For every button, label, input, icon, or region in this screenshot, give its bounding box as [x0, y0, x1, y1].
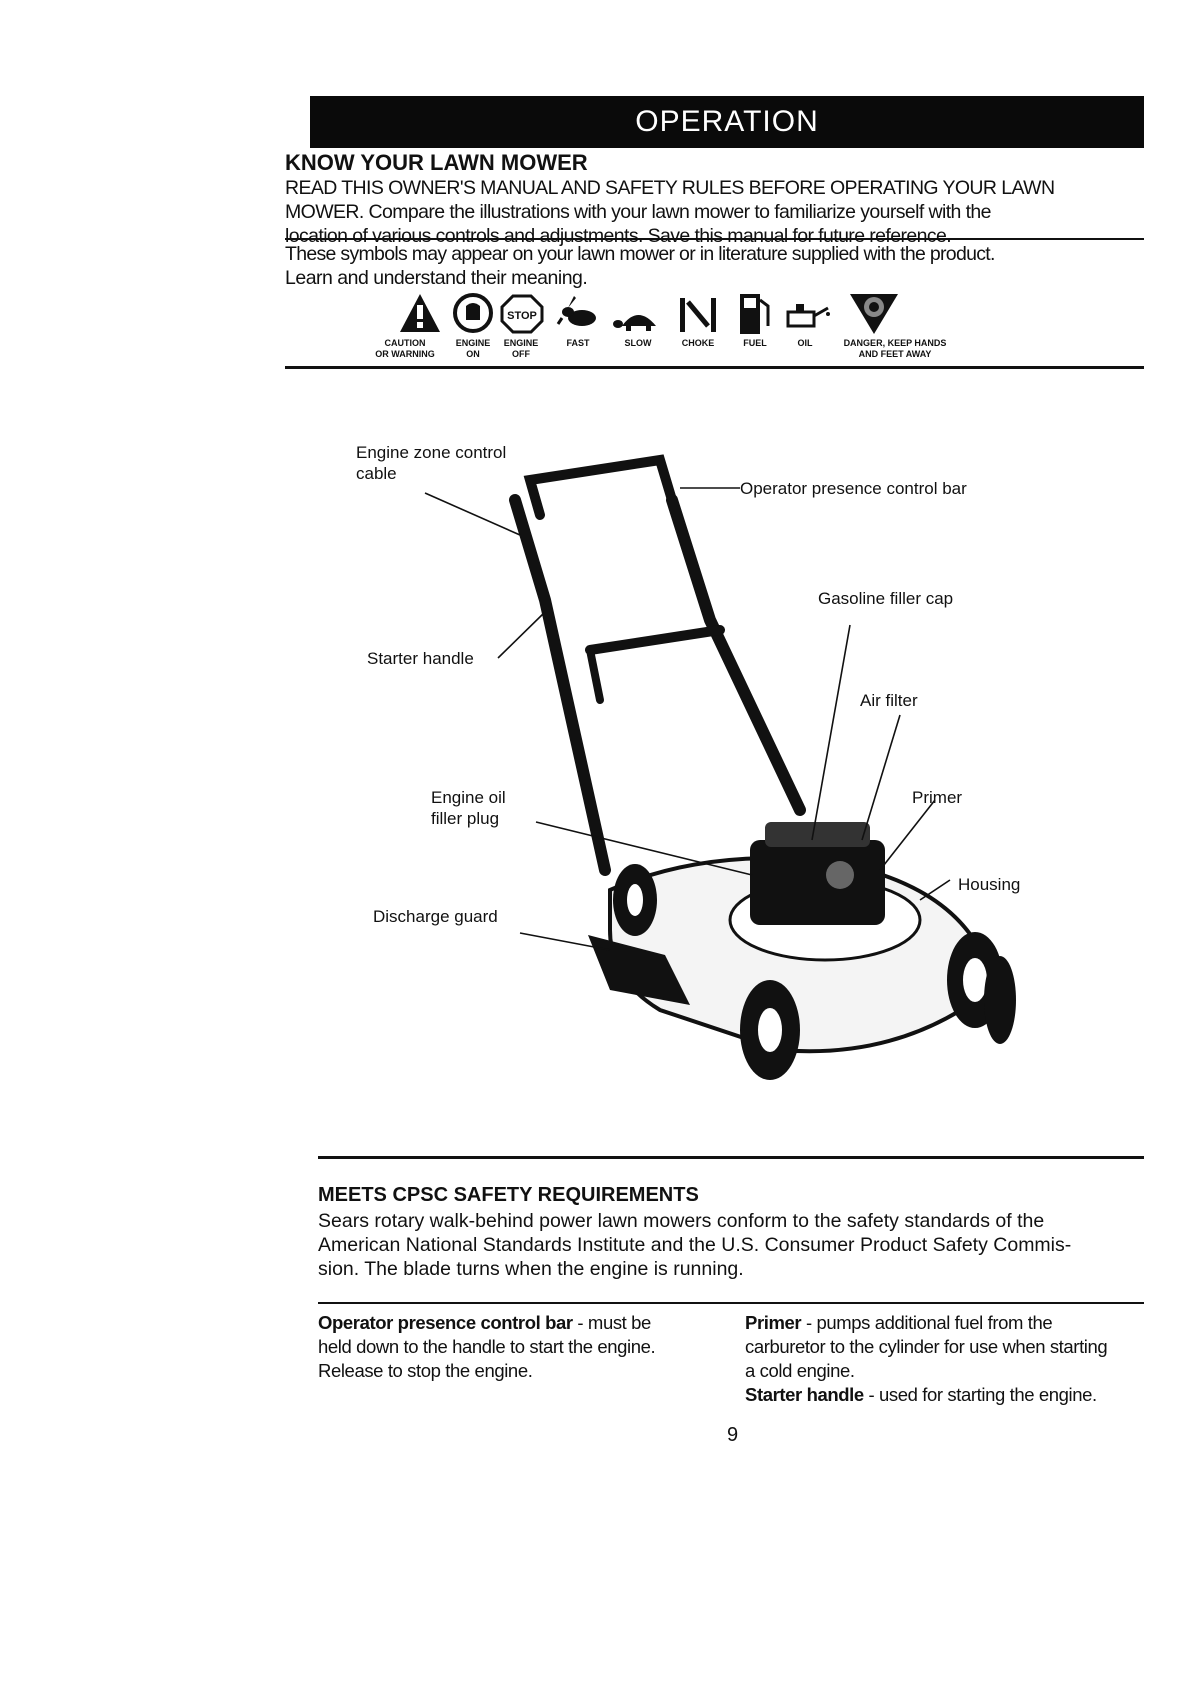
definition-line: Release to stop the engine. — [318, 1360, 533, 1381]
definition-line: a cold engine. — [745, 1360, 855, 1381]
slow-turtle-icon — [613, 315, 656, 331]
callout-starter-handle: Starter handle — [367, 649, 474, 668]
cpsc-paragraph: Sears rotary walk-behind power lawn mowe… — [318, 1209, 1158, 1281]
intro-line: READ THIS OWNER'S MANUAL AND SAFETY RULE… — [285, 177, 1055, 199]
symbol-label: OIL — [797, 338, 813, 348]
fuel-pump-icon — [740, 294, 770, 334]
callout-engine-oil-filler-plug: Engine oil filler plug — [431, 788, 506, 828]
callout-primer: Primer — [912, 788, 963, 807]
symbol-label: CAUTION OR WARNING — [375, 338, 435, 359]
symbols-intro: These symbols may appear on your lawn mo… — [285, 242, 1155, 290]
engine-on-icon — [453, 293, 493, 333]
symbol-label: FUEL — [743, 338, 767, 348]
cpsc-heading: MEETS CPSC SAFETY REQUIREMENTS — [318, 1184, 699, 1206]
symbols-intro-line: These symbols may appear on your lawn mo… — [285, 243, 995, 265]
term-operator-presence-control-bar: Operator presence control bar — [318, 1312, 573, 1333]
definition-line: Starter handle - used for starting the e… — [745, 1383, 1155, 1407]
cpsc-line: American National Standards Institute an… — [318, 1234, 1072, 1256]
callout-housing: Housing — [958, 875, 1021, 894]
definition-line: carburetor to the cylinder for use when … — [745, 1336, 1108, 1357]
symbol-label: DANGER, KEEP HANDS AND FEET AWAY — [843, 338, 947, 359]
divider-rule — [285, 238, 1144, 240]
definition-line: Operator presence control bar - must be — [318, 1311, 738, 1335]
definition-line: Primer - pumps additional fuel from the — [745, 1311, 1155, 1335]
callout-air-filter: Air filter — [860, 691, 918, 710]
oil-can-icon — [786, 304, 830, 328]
symbols-intro-line: Learn and understand their meaning. — [285, 267, 588, 289]
symbols-row: STOP CAUTION OR WARNING ENGINE — [360, 290, 1080, 360]
definition-right: Primer - pumps additional fuel from the … — [745, 1311, 1155, 1407]
know-your-mower-heading: KNOW YOUR LAWN MOWER — [285, 150, 588, 175]
symbol-label: FAST — [566, 338, 590, 348]
definition-left: Operator presence control bar - must be … — [318, 1311, 738, 1383]
warning-triangle-icon — [400, 294, 440, 332]
divider-rule — [285, 366, 1144, 369]
symbol-label: ENGINE OFF — [503, 338, 539, 359]
cpsc-line: Sears rotary walk-behind power lawn mowe… — [318, 1210, 1045, 1232]
intro-line: location of various controls and adjustm… — [285, 225, 952, 247]
divider-rule — [318, 1302, 1144, 1304]
divider-rule — [318, 1156, 1144, 1159]
symbol-label: CHOKE — [681, 338, 715, 348]
symbol-label: ENGINE ON — [455, 338, 491, 359]
engine-off-stop-icon: STOP — [500, 294, 544, 334]
intro-line: MOWER. Compare the illustrations with yo… — [285, 201, 992, 223]
callout-operator-presence-control-bar: Operator presence control bar — [740, 479, 967, 498]
term-primer: Primer — [745, 1312, 802, 1333]
definition-text: - must be — [572, 1312, 651, 1333]
definition-line: held down to the handle to start the eng… — [318, 1336, 656, 1357]
callout-gasoline-filler-cap: Gasoline filler cap — [818, 589, 954, 608]
cpsc-line: sion. The blade turns when the engine is… — [318, 1258, 744, 1280]
page-number: 9 — [727, 1424, 739, 1446]
danger-hands-feet-icon — [850, 294, 898, 334]
intro-paragraph: READ THIS OWNER'S MANUAL AND SAFETY RULE… — [285, 176, 1155, 248]
definition-text: - pumps additional fuel from the — [801, 1312, 1053, 1333]
fast-rabbit-icon — [556, 296, 596, 326]
symbol-label: SLOW — [624, 338, 652, 348]
section-title: OPERATION — [635, 105, 819, 138]
callout-discharge-guard: Discharge guard — [373, 907, 498, 926]
section-header-bar: OPERATION — [310, 96, 1144, 148]
svg-text:STOP: STOP — [507, 310, 537, 322]
choke-icon — [680, 298, 716, 332]
definition-text: - used for starting the engine. — [863, 1384, 1098, 1405]
callout-engine-zone-control-cable: Engine zone control cable — [356, 443, 507, 483]
term-starter-handle: Starter handle — [745, 1384, 864, 1405]
